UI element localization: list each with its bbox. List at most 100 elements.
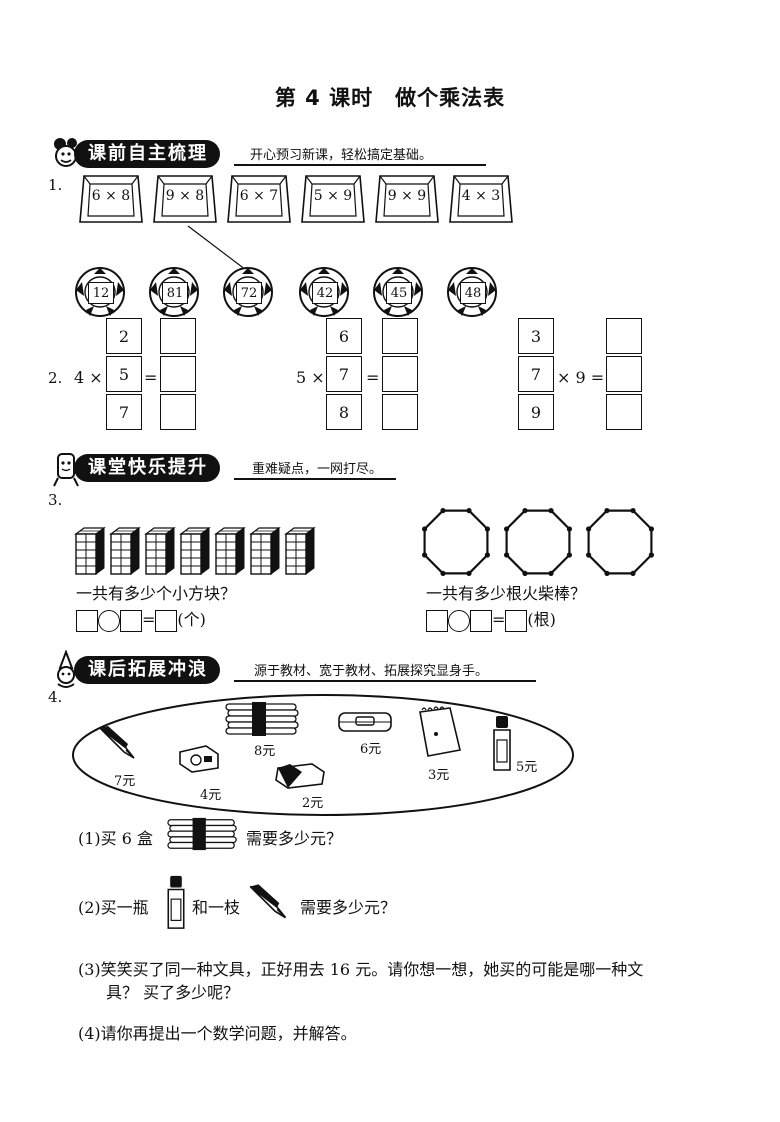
price-label: 4元 [200, 788, 222, 803]
subquestion-2-suffix: 需要多少元？ [300, 898, 397, 917]
soccer-ball[interactable]: 81 [148, 266, 200, 318]
question-text: 一共有多少根火柴棒？ [426, 584, 587, 603]
question-number: 4. [48, 688, 63, 706]
answer-cell[interactable] [606, 356, 642, 392]
matchstick [550, 554, 571, 575]
section-header-extension: 课后拓展冲浪 源于教材、宽于教材、拓展探究显身手。 [46, 650, 536, 690]
divider [234, 164, 486, 166]
section-tagline: 重难疑点，一网打尽。 [252, 462, 383, 477]
section-header-practice: 课堂快乐提升 重难疑点，一网打尽。 [46, 448, 396, 488]
multiplication-card: 6 × 8 [76, 172, 146, 230]
crayons-box-icon [167, 817, 237, 851]
matchstick-head [585, 552, 592, 558]
equals-sign: = [144, 368, 158, 387]
answer-cell[interactable] [382, 356, 418, 392]
price-label: 8元 [254, 744, 276, 759]
equals-sign: = [142, 610, 156, 629]
matchstick-head [548, 570, 554, 577]
answer-box[interactable] [505, 609, 528, 632]
answer-box[interactable] [470, 609, 492, 632]
page-title: 第 4 课时 做个乘法表 [274, 86, 506, 110]
cube-stack-icon [74, 527, 106, 575]
factor-cell: 6 [326, 318, 362, 354]
card-frame [375, 175, 439, 223]
answer-box[interactable] [120, 609, 142, 632]
matchstick-head [503, 552, 510, 558]
matchstick-head [566, 526, 573, 532]
matchstick-head [484, 526, 491, 532]
soccer-ball[interactable]: 72 [222, 266, 274, 318]
ball-number: 45 [386, 282, 412, 304]
question-number: 3. [48, 491, 63, 509]
divider [234, 478, 396, 480]
question-number: 2. [48, 369, 63, 387]
matchstick-head [522, 507, 528, 514]
mascot-icon [53, 453, 79, 487]
factor-cell: 9 [518, 394, 554, 430]
answer-cell[interactable] [606, 318, 642, 354]
matchstick-head [503, 526, 510, 532]
price-label: 2元 [302, 796, 324, 811]
glue-bottle-icon [167, 875, 185, 929]
answer-cell[interactable] [382, 394, 418, 430]
divider [234, 680, 536, 682]
matchstick [505, 554, 526, 575]
soccer-ball[interactable]: 48 [446, 266, 498, 318]
equals-sign: = [492, 610, 506, 629]
cube-stack-icon [284, 527, 316, 575]
operator-circle[interactable] [98, 609, 120, 632]
answer-cell[interactable] [160, 318, 196, 354]
matchstick-head [585, 526, 592, 532]
matchstick-head [630, 507, 636, 514]
multiplication-card: 9 × 8 [150, 172, 220, 230]
cube-stack [249, 526, 281, 576]
cube-stack [109, 526, 141, 576]
ball-number: 12 [88, 282, 114, 304]
matchstick-head [484, 552, 491, 558]
operator-circle[interactable] [448, 609, 470, 632]
soccer-ball[interactable]: 12 [74, 266, 126, 318]
eraser-icon [275, 763, 325, 789]
sharpener-icon [179, 745, 219, 773]
answer-box[interactable] [426, 609, 448, 632]
answer-cell[interactable] [606, 394, 642, 430]
matchstick-head [421, 552, 428, 558]
matchstick-head [648, 526, 655, 532]
soccer-ball[interactable]: 42 [298, 266, 350, 318]
answer-box[interactable] [155, 609, 178, 632]
answer-cell[interactable] [160, 356, 196, 392]
matchstick [632, 509, 653, 530]
soccer-ball[interactable]: 45 [372, 266, 424, 318]
matchstick-head [466, 507, 472, 514]
factor-cell: 7 [106, 394, 142, 430]
subquestion-4: (4)请你再提出一个数学问题，并解答。 [78, 1024, 357, 1043]
multiplier-label: × 9 = [557, 368, 605, 387]
ball-number: 81 [162, 282, 188, 304]
card-frame [227, 175, 291, 223]
section-tagline: 源于教材、宽于教材、拓展探究显身手。 [254, 664, 489, 679]
matchstick-head [604, 570, 610, 577]
card-expression: 9 × 8 [165, 188, 205, 204]
card-expression: 4 × 3 [461, 188, 501, 204]
fountain-pen-icon [249, 884, 287, 919]
answer-cell[interactable] [382, 318, 418, 354]
mascot-icon [57, 650, 75, 688]
matchstick-head [421, 526, 428, 532]
card-frame [79, 175, 143, 223]
card-expression: 6 × 7 [239, 188, 279, 204]
card-frame [301, 175, 365, 223]
answer-cell[interactable] [160, 394, 196, 430]
stationery-oval [72, 694, 574, 816]
card-frame [153, 175, 217, 223]
multiplication-card: 6 × 7 [224, 172, 294, 230]
subquestion-2-prefix: (2)买一瓶 [78, 898, 149, 917]
section-label: 课前自主梳理 [74, 140, 220, 168]
matchstick [468, 509, 489, 530]
factor-cell: 8 [326, 394, 362, 430]
subquestion-1-suffix: 需要多少元？ [246, 829, 343, 848]
matchstick [587, 554, 608, 575]
subquestion-3-line2: 具？ 买了多少呢？ [106, 983, 240, 1002]
answer-box[interactable] [76, 609, 98, 632]
subquestion-3-line1: (3)笑笑买了同一种文具，正好用去 16 元。请你想一想，她买的可能是哪一种文 [78, 960, 644, 979]
matchstick-head [630, 570, 636, 577]
